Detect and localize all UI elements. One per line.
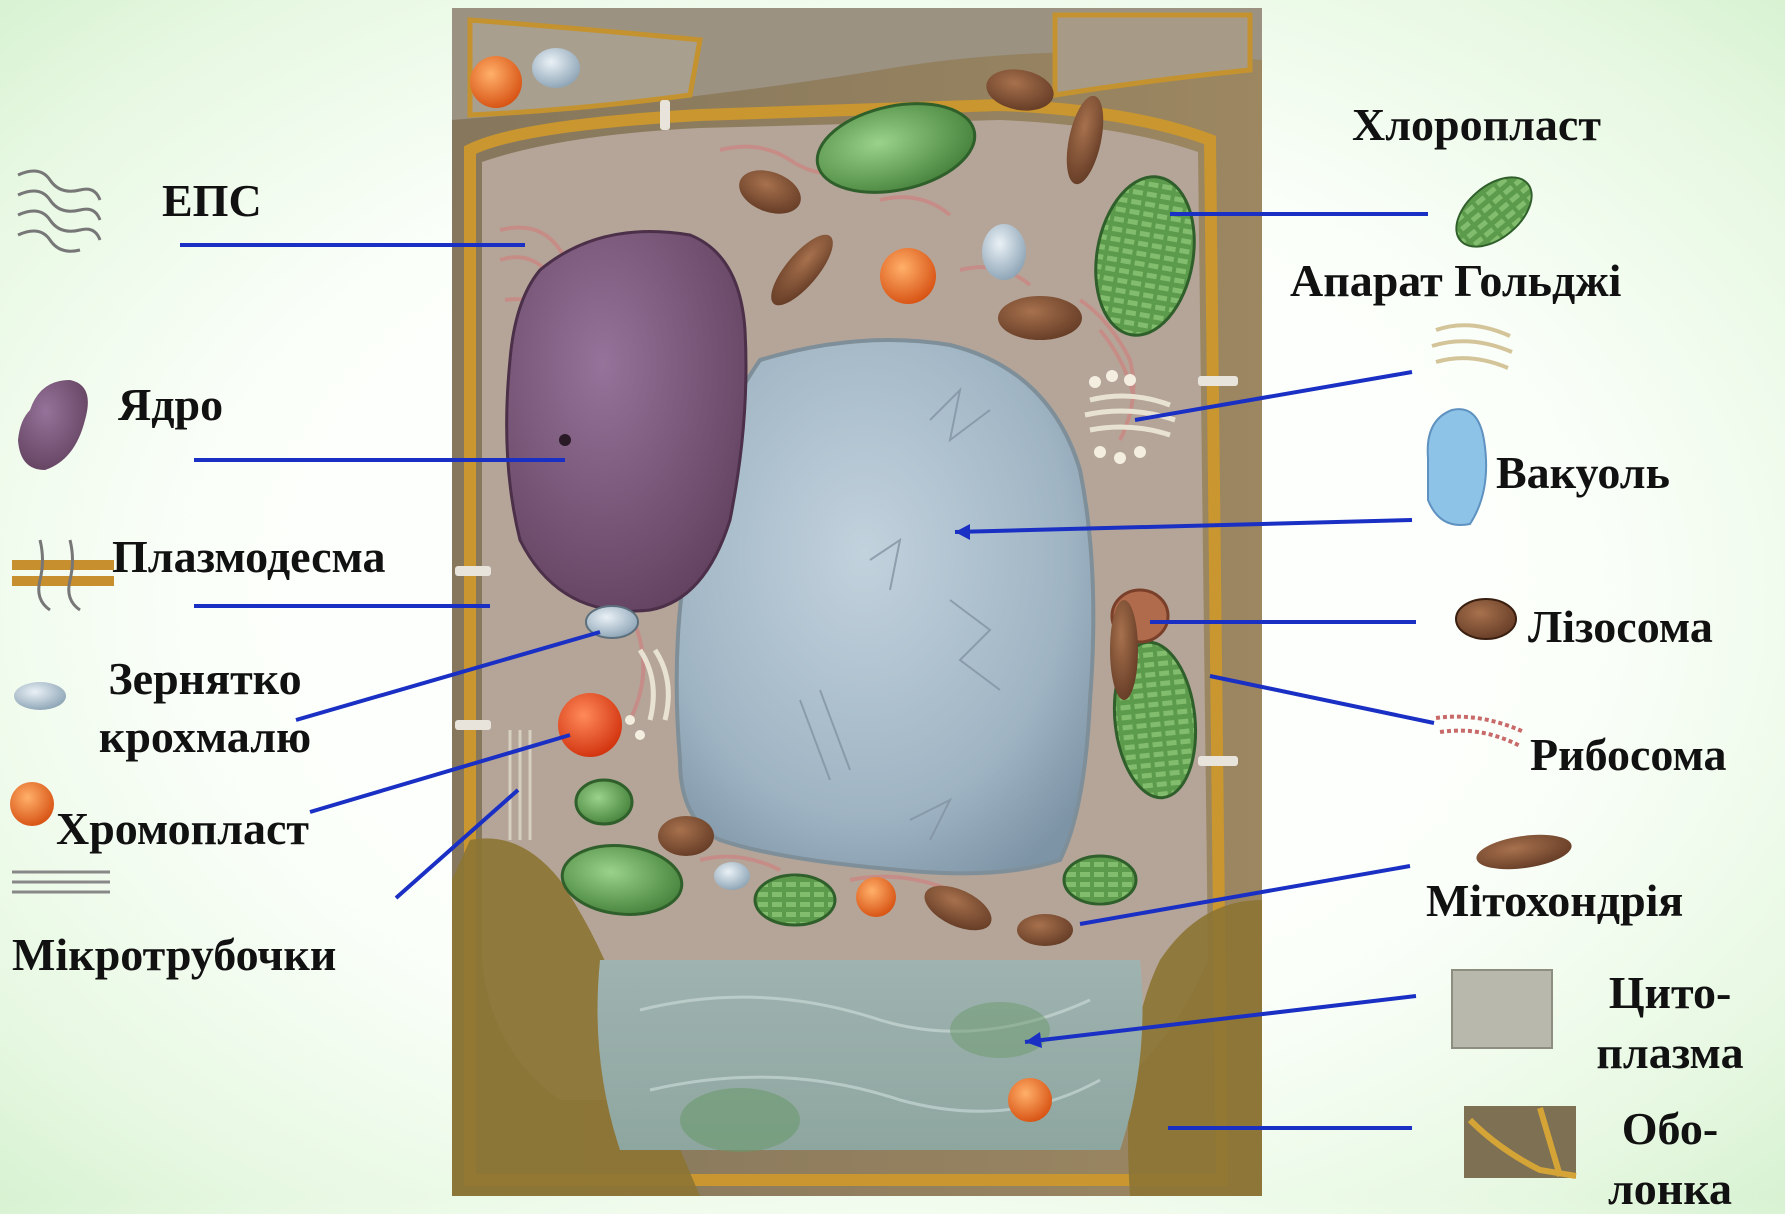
label-golgi: Апарат Гольджі	[1290, 258, 1621, 304]
label-mitochondria: Мітохондрія	[1426, 878, 1683, 924]
cytoplasm-icon	[1452, 970, 1552, 1048]
label-cell-wall: Обо- лонка	[1570, 1106, 1770, 1212]
starch-grain	[532, 48, 580, 88]
lysosome-icon	[1456, 599, 1516, 639]
label-vacuole: Вакуоль	[1496, 450, 1670, 496]
label-cytoplasm-line2: плазма	[1570, 1030, 1770, 1076]
vacuole-icon	[1428, 409, 1486, 525]
label-wall-line1: Обо-	[1570, 1106, 1770, 1152]
label-nucleus: Ядро	[118, 382, 223, 428]
label-cytoplasm: Цито- плазма	[1570, 970, 1770, 1076]
golgi-icon	[1432, 325, 1512, 368]
chromoplast	[880, 248, 936, 304]
starch-grain	[982, 224, 1026, 280]
mitochondria-icon	[1474, 829, 1574, 874]
label-starch-line1: Зернятко	[80, 656, 330, 702]
starch-icon	[14, 682, 66, 710]
chloroplast	[755, 875, 835, 925]
nucleus-icon	[18, 380, 88, 470]
cell-wall-icon	[1464, 1106, 1576, 1178]
chloroplast-icon	[1444, 164, 1545, 260]
microtubule-icon	[12, 872, 110, 892]
ribosome-icon	[1436, 717, 1524, 746]
mitochondrion	[1017, 914, 1073, 946]
label-starch-grain: Зернятко крохмалю	[80, 656, 330, 760]
label-wall-line2: лонка	[1570, 1166, 1770, 1212]
chromoplast	[470, 56, 522, 108]
label-lysosome: Лізосома	[1528, 604, 1713, 650]
chloroplast	[1064, 856, 1136, 904]
label-chloroplast: Хлоропласт	[1352, 102, 1601, 148]
nucleus	[507, 232, 746, 612]
chromoplast	[558, 693, 622, 757]
mitochondrion	[1110, 600, 1138, 700]
er-icon	[18, 171, 100, 251]
label-ribosome: Рибосома	[1530, 732, 1727, 778]
label-microtubules: Мікротрубочки	[12, 932, 336, 978]
chloroplast	[576, 780, 632, 824]
mitochondrion	[998, 296, 1082, 340]
mitochondrion	[658, 816, 714, 856]
label-starch-line2: крохмалю	[80, 714, 330, 760]
chromoplast	[856, 877, 896, 917]
label-eps: ЕПС	[162, 178, 262, 224]
label-cytoplasm-line1: Цито-	[1570, 970, 1770, 1016]
chromoplast-icon	[10, 782, 54, 826]
plasmodesma-icon	[12, 540, 114, 610]
label-chromoplast: Хромопласт	[56, 806, 309, 852]
cell-photo	[452, 8, 1262, 1196]
label-plasmodesma: Плазмодесма	[112, 534, 386, 580]
lower-vacuole	[598, 960, 1143, 1150]
starch-grain	[714, 862, 750, 890]
